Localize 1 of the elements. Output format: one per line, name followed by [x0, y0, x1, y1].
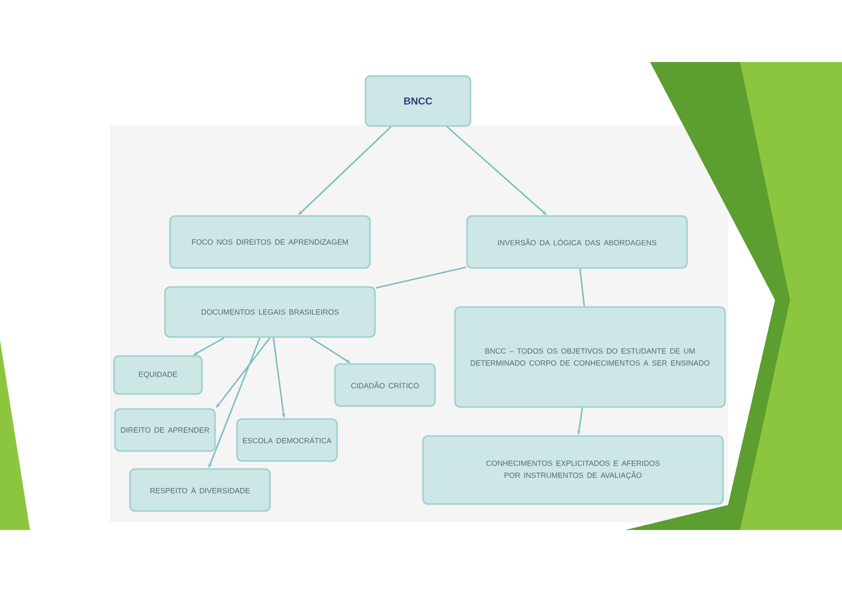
concept-box: BNCC — [364, 75, 472, 127]
